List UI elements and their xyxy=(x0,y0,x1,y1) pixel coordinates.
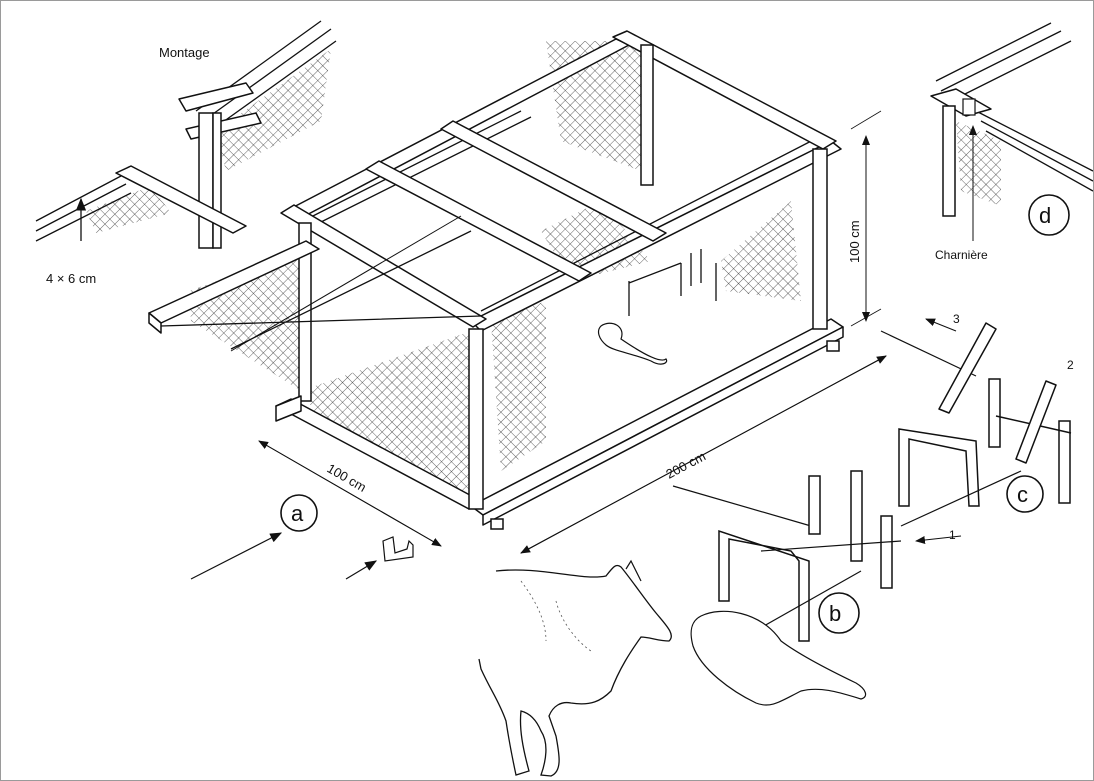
lever-step3: 3 xyxy=(880,312,997,414)
panel-d-label: d xyxy=(1039,203,1051,228)
top-cross-beam-3 xyxy=(280,204,487,328)
montage-crossbar xyxy=(115,165,247,234)
montage-beam-top xyxy=(178,82,254,112)
trigger-frame-c xyxy=(898,428,980,507)
trigger-lever xyxy=(1015,380,1057,464)
height-label: 100 cm xyxy=(847,220,862,263)
hinge-icon xyxy=(962,98,976,116)
panel-b: b xyxy=(672,470,902,706)
montage-detail: Montage 4 × 6 cm xyxy=(35,20,337,286)
trigger-post xyxy=(988,378,1001,448)
removed-lever xyxy=(938,322,997,414)
post-front-left xyxy=(468,328,484,510)
panel-c-label: c xyxy=(1017,482,1028,507)
panel-a-label: a xyxy=(291,501,304,526)
step2-label: 2 xyxy=(1067,358,1074,372)
step1-label: 1 xyxy=(949,528,956,542)
top-cross-beam-4 xyxy=(612,30,837,150)
top-cross-beam-2 xyxy=(365,160,592,282)
post-back-right xyxy=(640,44,654,186)
wolf-illustration xyxy=(478,559,672,777)
panel-a-badge xyxy=(280,494,318,532)
bait-meat-icon xyxy=(597,322,668,365)
panel-d: Charnière d xyxy=(930,22,1093,262)
bait-meat-large xyxy=(690,610,867,706)
dim-height: 100 cm xyxy=(847,110,882,327)
latch-hook-icon xyxy=(382,536,414,562)
hinge-post xyxy=(942,105,956,217)
hinge-label: Charnière xyxy=(935,248,988,262)
montage-post xyxy=(198,112,214,249)
panel-b-label: b xyxy=(829,601,841,626)
montage-label: Montage xyxy=(159,45,210,60)
step3-label: 3 xyxy=(953,312,960,326)
length-label: 200 cm xyxy=(663,448,708,481)
cage xyxy=(148,30,844,530)
mesh-front-panel xyxy=(301,331,481,511)
panel-b-badge xyxy=(818,592,860,634)
panel-a: a xyxy=(190,494,414,580)
montage-mesh xyxy=(216,49,331,171)
top-cross-beam-1 xyxy=(440,120,667,242)
mesh-door-panel xyxy=(491,301,546,471)
panel-c: 1 2 c xyxy=(898,358,1074,544)
section-dim-label: 4 × 6 cm xyxy=(46,271,96,286)
panel-c-badge xyxy=(1006,475,1044,513)
hinge-beam xyxy=(930,88,992,117)
post-front-right xyxy=(812,148,828,330)
mesh-right-panel xyxy=(721,201,801,301)
width-label: 100 cm xyxy=(325,461,369,495)
panel-d-badge xyxy=(1028,194,1070,236)
